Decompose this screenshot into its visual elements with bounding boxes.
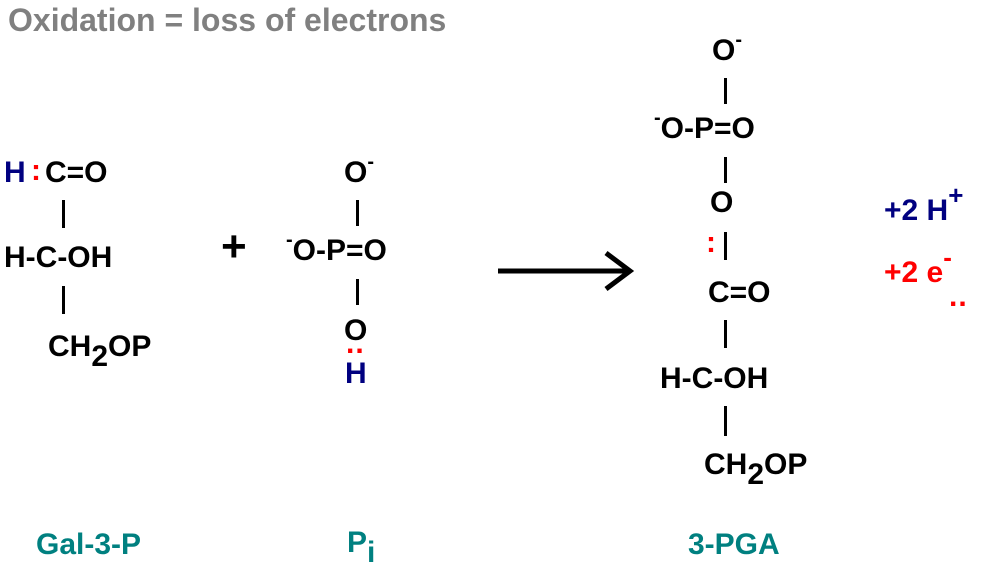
pga-top-oxygen: O- bbox=[712, 29, 743, 67]
pga-bond-4 bbox=[724, 320, 727, 348]
pi-bond-lower bbox=[356, 279, 359, 305]
pga-bond-1 bbox=[724, 78, 727, 104]
pga-ester-oxygen: O bbox=[710, 186, 734, 219]
gal3p-carbonyl: C=O bbox=[45, 156, 108, 189]
pi-bond-upper bbox=[356, 200, 359, 226]
pga-ch2op: CH2OP bbox=[704, 448, 808, 491]
pi-hydrogen: H bbox=[345, 357, 367, 390]
gal3p-ch2op: CH2OP bbox=[48, 330, 152, 373]
protons-released: +2 H+ bbox=[884, 180, 964, 227]
gal3p-bond-lower bbox=[62, 286, 65, 314]
pga-bond-5 bbox=[724, 406, 727, 436]
diagram-title: Oxidation = loss of electrons bbox=[8, 2, 447, 38]
pi-top-oxygen: O- bbox=[344, 151, 375, 189]
pi-electron-pair: .. bbox=[346, 327, 365, 360]
pi-phosphate-row: -O-P=O bbox=[286, 229, 387, 267]
pga-bond-2 bbox=[724, 157, 727, 183]
electrons-dots: .. bbox=[949, 280, 968, 313]
gal3p-electron-pair: : bbox=[31, 154, 41, 187]
electrons-released: +2 e- bbox=[884, 242, 952, 289]
gal3p-hydrogen: H bbox=[4, 156, 26, 189]
pga-hydroxyl-carbon: H-C-OH bbox=[660, 362, 769, 395]
gal3p-label: Gal-3-P bbox=[36, 528, 142, 561]
plus-sign: + bbox=[221, 222, 247, 271]
pga-bond-3 bbox=[724, 232, 727, 260]
pga-carbonyl: C=O bbox=[708, 276, 771, 309]
pi-label: Pi bbox=[347, 526, 376, 569]
gal3p-hydroxyl-carbon: H-C-OH bbox=[4, 241, 113, 274]
reaction-arrow bbox=[498, 251, 635, 291]
pi-bottom-oxygen: O bbox=[344, 314, 368, 347]
pga-phosphate-row: -O-P=O bbox=[654, 107, 755, 145]
pga-label: 3-PGA bbox=[688, 528, 780, 561]
gal3p-bond-upper bbox=[62, 200, 65, 228]
pga-electron-pair: : bbox=[706, 226, 716, 259]
